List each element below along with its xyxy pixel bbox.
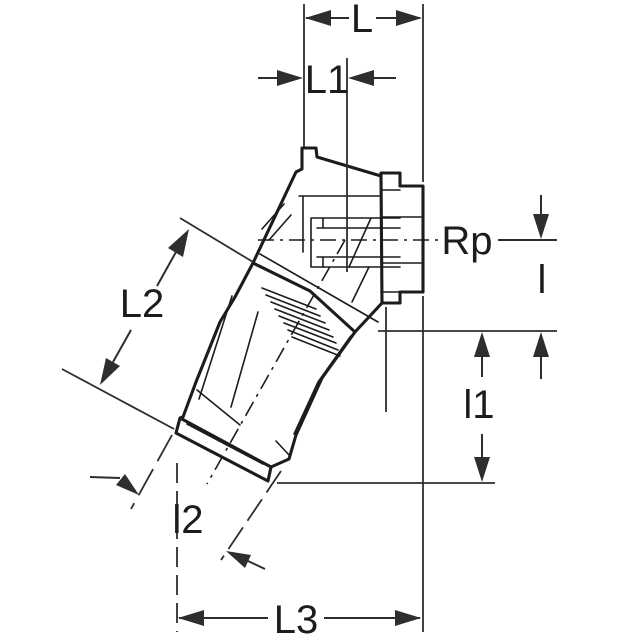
fitting-flange-spigot bbox=[379, 171, 425, 305]
head-bevel-line bbox=[261, 203, 285, 230]
rib-line bbox=[291, 336, 341, 357]
fitting-outline-left bbox=[251, 146, 383, 265]
body-axis-centerline bbox=[206, 239, 346, 485]
dim-L2-arrow-top bbox=[168, 229, 189, 257]
dim-L3: L3 bbox=[176, 296, 424, 640]
fitting-inner-wall bbox=[293, 310, 376, 435]
dim-L: L bbox=[303, 0, 424, 182]
thread-label-Rp: Rp bbox=[441, 219, 492, 263]
fitting-body bbox=[174, 146, 444, 485]
dim-l1-arrow-top bbox=[474, 332, 490, 357]
dim-tail-l2-a bbox=[89, 476, 121, 479]
insert-outline bbox=[310, 217, 401, 268]
ext-line-l2-b bbox=[220, 470, 282, 561]
dim-label-L3: L3 bbox=[274, 598, 319, 640]
fitting-outline-right bbox=[269, 301, 384, 469]
rib-line bbox=[287, 329, 339, 351]
head-bevel-line bbox=[268, 214, 292, 241]
rib-line bbox=[283, 322, 337, 344]
ext-line-L2-bottom bbox=[61, 368, 175, 430]
rib-line bbox=[261, 287, 317, 310]
dim-L1-arrow-right bbox=[348, 70, 374, 86]
ext-line-l2-a bbox=[130, 434, 173, 510]
dim-label-l2: l2 bbox=[172, 498, 203, 542]
press-ribs bbox=[261, 287, 341, 357]
dim-L1: L1 bbox=[258, 58, 396, 272]
fitting-collar-inner-line bbox=[186, 423, 264, 465]
dim-L3-arrow-right bbox=[395, 610, 421, 626]
fitting-taper-line bbox=[196, 389, 241, 426]
fitting-sleeve-left-edge bbox=[181, 261, 255, 419]
fitting-bore-line bbox=[198, 295, 233, 400]
dim-label-l: l bbox=[538, 258, 547, 302]
dim-L-arrow-right bbox=[396, 10, 422, 26]
rib-line bbox=[278, 315, 334, 338]
fitting-rim-edge bbox=[259, 253, 379, 323]
dim-label-L: L bbox=[351, 0, 373, 41]
insert-cutaway-line bbox=[351, 266, 370, 303]
dim-l2-arrow-a bbox=[116, 474, 139, 495]
dim-L1-arrow-left bbox=[277, 70, 303, 86]
threaded-insert bbox=[261, 189, 424, 303]
dim-tail-L2-bottom bbox=[112, 329, 132, 363]
dim-tail-L2-top bbox=[156, 251, 177, 287]
dim-l2-arrow-b bbox=[226, 551, 251, 568]
dim-label-l1: l1 bbox=[463, 383, 494, 427]
ext-line-L2-top bbox=[179, 217, 254, 263]
dim-L3-arrow-left bbox=[178, 610, 204, 626]
insert-cutaway-line bbox=[348, 217, 372, 268]
rib-line bbox=[265, 294, 321, 317]
dim-L-arrow-left bbox=[305, 10, 331, 26]
dim-label-L1: L1 bbox=[305, 58, 350, 102]
dim-label-L2: L2 bbox=[120, 282, 165, 326]
rib-line bbox=[270, 301, 326, 324]
dim-L2: L2 bbox=[61, 217, 254, 430]
dim-l-arrow-bottom bbox=[533, 332, 549, 357]
rib-line bbox=[274, 308, 330, 331]
dim-l: l bbox=[378, 195, 557, 412]
fitting-shoulder-rim bbox=[251, 261, 357, 334]
dim-l1-arrow-bottom bbox=[474, 457, 490, 482]
fitting-bore-line bbox=[230, 311, 259, 408]
dim-L2-arrow-bottom bbox=[100, 358, 120, 385]
dim-l2: l2 bbox=[89, 434, 282, 570]
fitting-end-tip-line bbox=[275, 440, 291, 457]
dim-l1: l1 bbox=[277, 332, 495, 484]
dim-tail-l2-b bbox=[247, 560, 266, 570]
dim-Rp: Rp bbox=[441, 219, 557, 263]
dim-l-arrow-top bbox=[533, 214, 549, 239]
